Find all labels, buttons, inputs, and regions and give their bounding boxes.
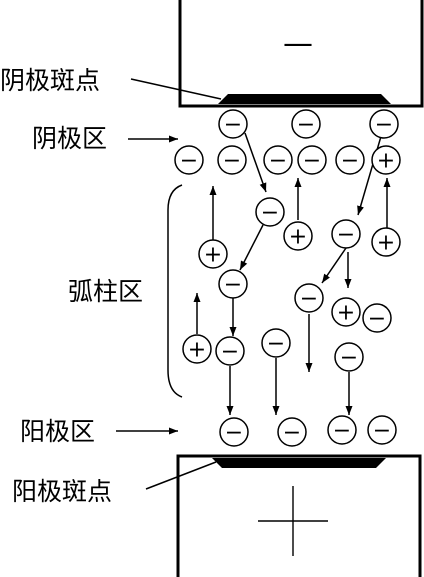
electron-particle: − [331, 219, 361, 249]
electron-particle: − [218, 269, 248, 299]
cathode-sign: — [283, 27, 313, 62]
arc-column-brace [167, 184, 183, 398]
electron-sign: − [267, 332, 285, 357]
cathode-spot-leader [130, 78, 222, 100]
electron-particle: − [174, 145, 204, 175]
electron-particle: − [219, 417, 249, 447]
ion-particle: + [371, 145, 401, 175]
electron-sign: − [303, 149, 321, 174]
electron-particle: − [218, 109, 248, 139]
electron-sign: − [180, 149, 198, 174]
electron-sign: − [225, 421, 243, 446]
ion-particle: + [283, 221, 313, 251]
electron-sign: − [224, 273, 242, 298]
ion-particle: + [182, 334, 212, 364]
anode-spot-mark [212, 458, 386, 468]
electron-sign: − [300, 287, 318, 312]
electron-sign: − [221, 340, 239, 365]
electron-particle: − [334, 342, 364, 372]
electron-particle: − [217, 145, 247, 175]
electron-sign: − [333, 419, 351, 444]
ion-sign: + [377, 149, 395, 174]
electron-sign: − [283, 421, 301, 446]
electron-particle: − [291, 109, 321, 139]
electron-sign: − [223, 149, 241, 174]
electron-sign: − [375, 113, 393, 138]
electron-particle: − [369, 109, 399, 139]
ion-particle: + [198, 239, 228, 269]
electron-arrow [244, 132, 267, 193]
anode-electrode [176, 454, 422, 577]
cathode-spot-mark [218, 94, 391, 104]
electron-sign: − [341, 149, 359, 174]
electron-sign: − [269, 149, 287, 174]
cathode-region-label: 阴极区 [32, 124, 107, 153]
electron-sign: − [337, 223, 355, 248]
electron-sign: − [261, 201, 279, 226]
electron-particle: − [297, 145, 327, 175]
electron-sign: − [224, 113, 242, 138]
electron-arrow [239, 224, 264, 271]
ion-sign: + [204, 243, 222, 268]
ion-particle: + [331, 297, 361, 327]
ion-sign: + [377, 231, 395, 256]
electron-sign: − [373, 419, 391, 444]
electron-particle: − [367, 415, 397, 445]
cathode-spot-label: 阴极斑点 [0, 66, 100, 95]
electron-sign: − [340, 346, 358, 371]
electron-particle: − [261, 328, 291, 358]
ion-sign: + [188, 338, 206, 363]
electron-particle: − [294, 283, 324, 313]
electron-sign: − [297, 113, 315, 138]
electron-particle: − [215, 336, 245, 366]
electron-particle: − [277, 417, 307, 447]
anode-region-label: 阳极区 [20, 417, 95, 446]
electron-arrow [357, 132, 383, 216]
electron-particle: − [255, 197, 285, 227]
ion-sign: + [289, 225, 307, 250]
anode-spot-label: 阳极斑点 [12, 477, 112, 506]
electron-particle: − [335, 145, 365, 175]
particles: −−−−−−−−+−+−++−−+−+−−−−−−− [174, 109, 401, 447]
electron-arrow [321, 247, 347, 284]
electron-sign: − [368, 307, 386, 332]
particle-arrows [193, 132, 391, 415]
anode-spot-leader [145, 461, 217, 490]
arc-column-label: 弧柱区 [68, 277, 143, 306]
electron-particle: − [327, 415, 357, 445]
electron-particle: − [362, 303, 392, 333]
electron-particle: − [263, 145, 293, 175]
ion-sign: + [337, 301, 355, 326]
cathode-electrode: — [178, 0, 424, 108]
ion-particle: + [371, 227, 401, 257]
